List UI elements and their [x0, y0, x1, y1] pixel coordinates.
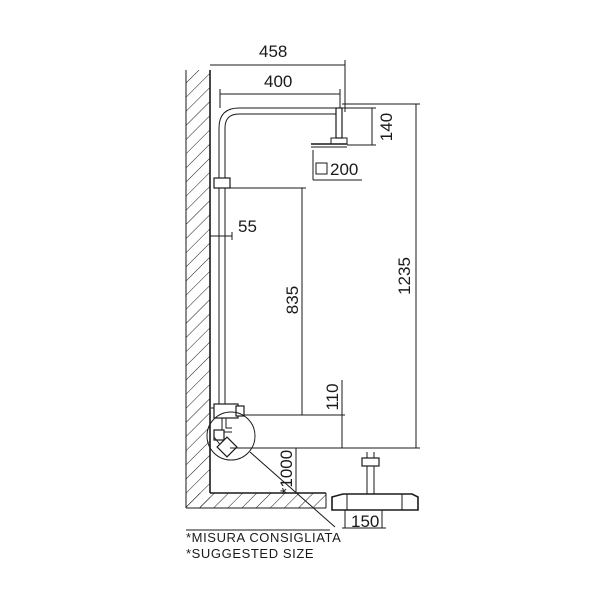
mixer-front-view [331, 452, 419, 528]
note-english: *SUGGESTED SIZE [186, 546, 314, 561]
detail-leader [249, 451, 336, 528]
wall-bracket [213, 177, 231, 189]
dimension-150: 150 [351, 512, 379, 531]
detail-circle [206, 411, 256, 461]
dimension-110: 110 [323, 383, 342, 410]
square-symbol-icon [315, 162, 328, 175]
dimension-lines [186, 60, 420, 531]
dimension-400: 400 [264, 72, 292, 91]
dimension-458: 458 [259, 42, 287, 61]
dimension-140: 140 [377, 113, 396, 141]
dimension-835: 835 [283, 286, 302, 314]
dimension-200: 200 [330, 160, 358, 179]
shower-riser [213, 107, 340, 412]
head-size-label: 200 [312, 150, 362, 181]
floor [186, 492, 327, 509]
dimension-1000: *1000 [277, 450, 296, 494]
shower-head [311, 107, 348, 148]
mixer-valve [206, 403, 336, 528]
wall [185, 70, 211, 508]
dimension-1235: 1235 [395, 257, 414, 295]
dimension-55: 55 [238, 217, 257, 236]
note-italian: *MISURA CONSIGLIATA [186, 530, 341, 545]
